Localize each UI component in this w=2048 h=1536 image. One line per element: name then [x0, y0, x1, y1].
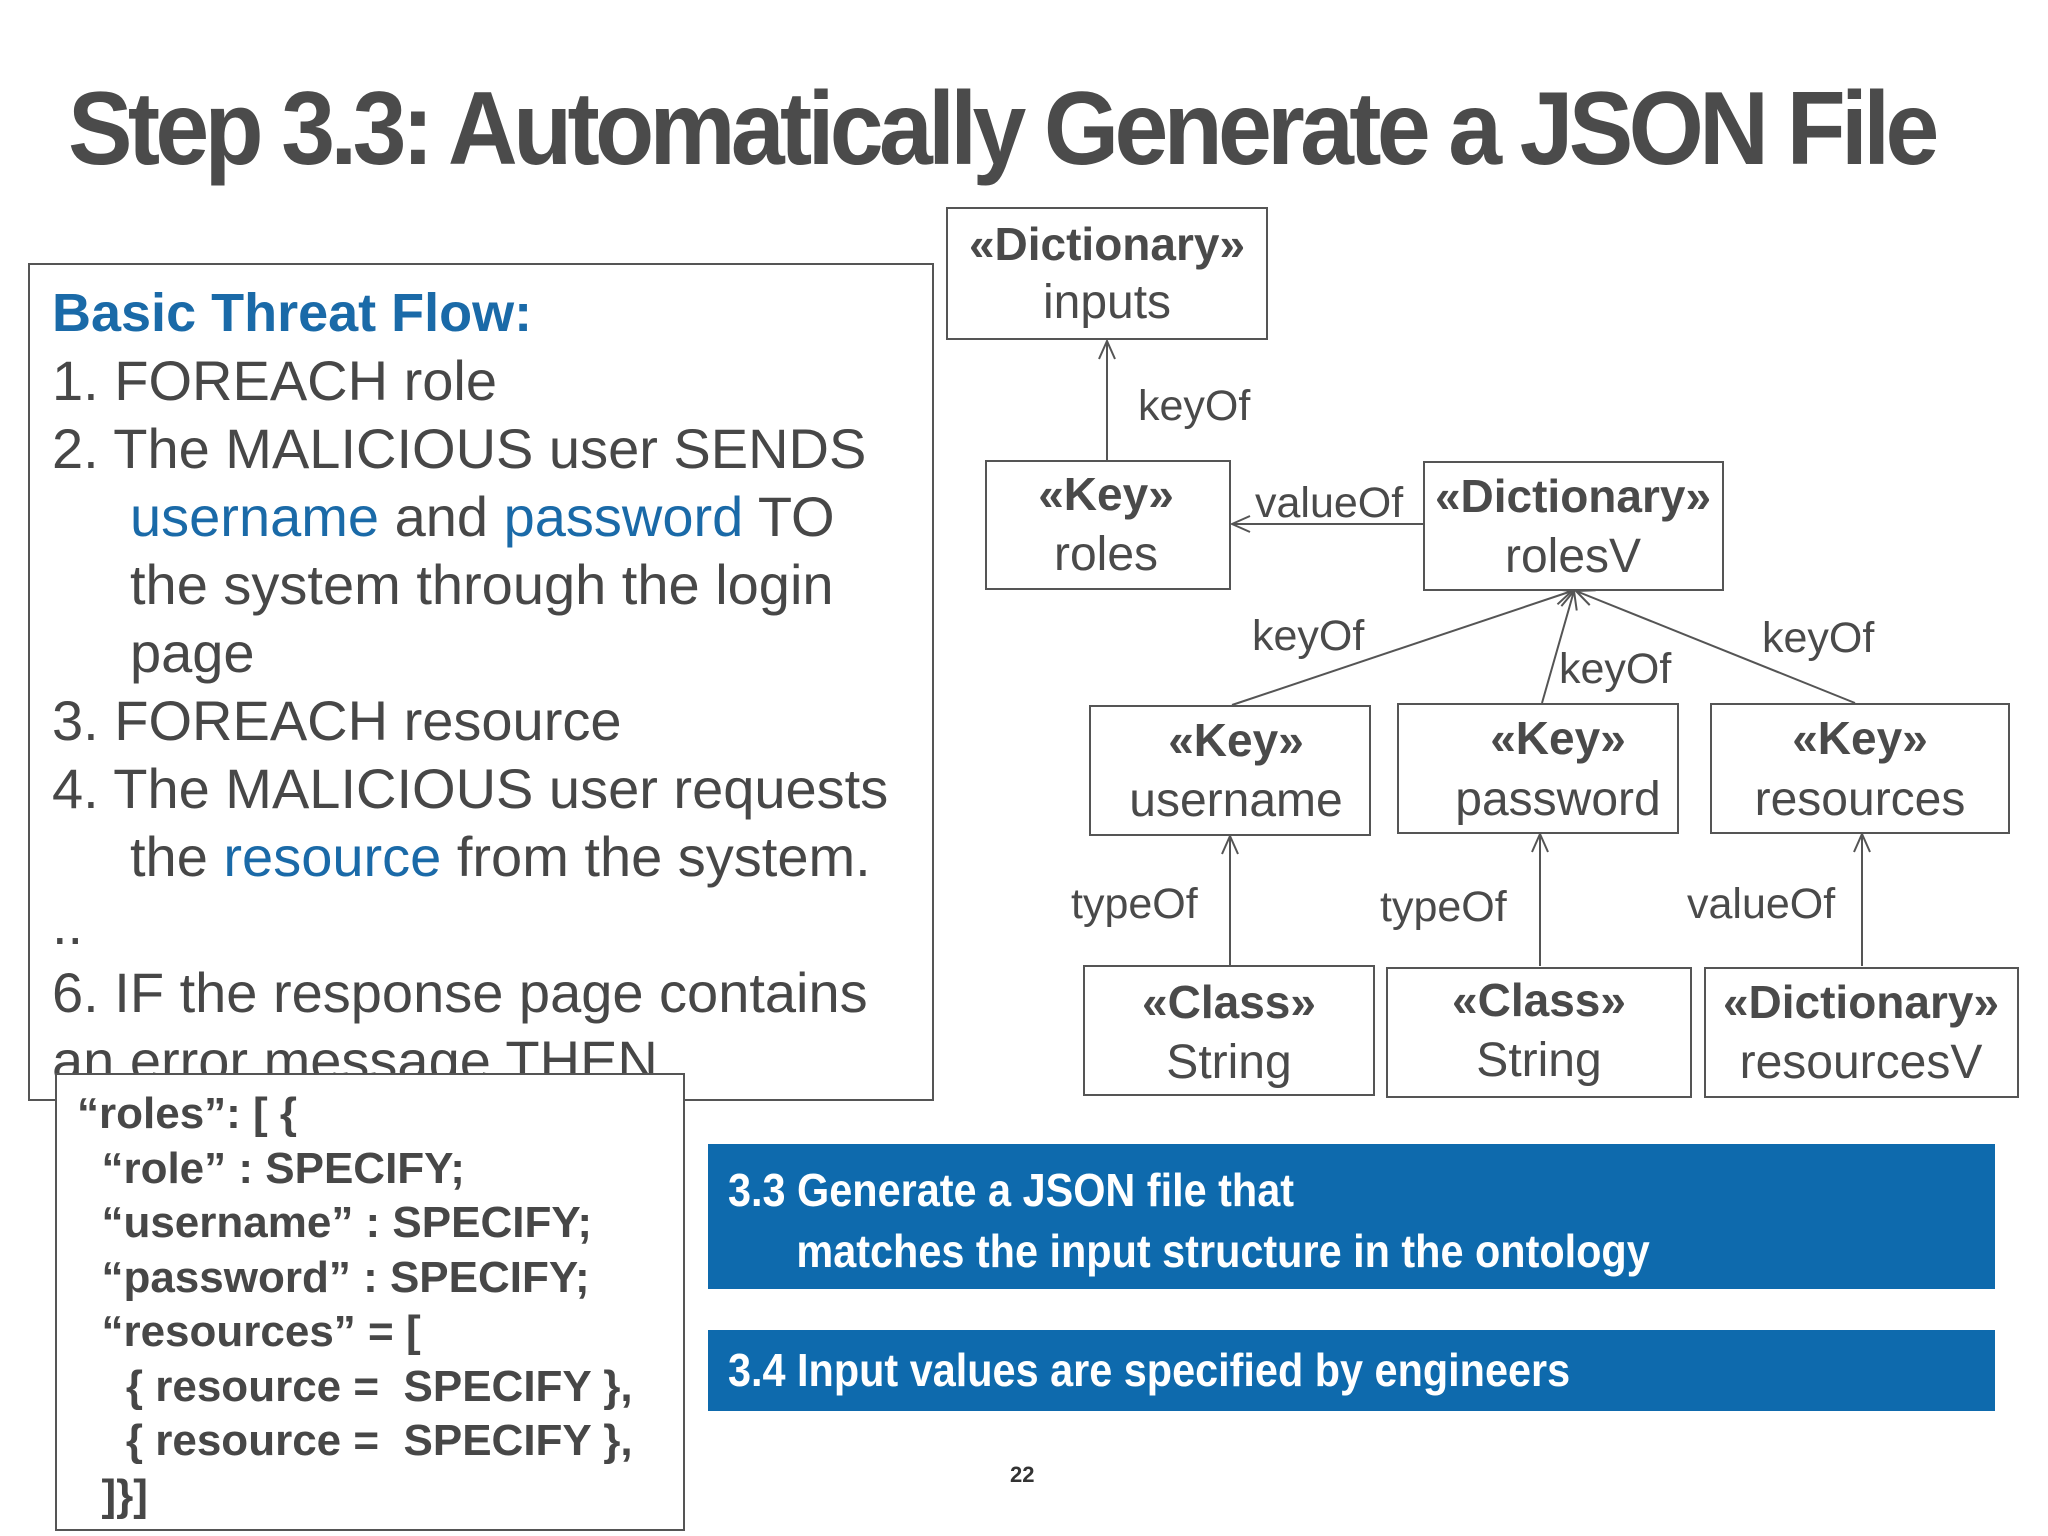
step-3-3-banner: 3.3 Generate a JSON file that matches th…: [708, 1144, 1995, 1289]
flow-step-continuation: the resource from the system.: [52, 823, 932, 891]
flow-variable: password: [503, 485, 744, 548]
edge-label-password-rolesV: keyOf: [1559, 645, 1672, 693]
flow-ellipsis: ..: [52, 893, 84, 956]
flow-variable: resource: [223, 825, 442, 888]
json-line: { resource = SPECIFY },: [77, 1416, 633, 1465]
flow-text: TO: [743, 485, 835, 548]
node-stereotype: «Key»: [1792, 712, 1928, 764]
node-string2: «Class» String: [1386, 967, 1692, 1098]
json-line: “role” : SPECIFY;: [77, 1143, 465, 1193]
threat-flow-box: Basic Threat Flow: 1. FOREACH role 2. Th…: [28, 263, 934, 1101]
json-line: “roles”: [ {: [77, 1089, 298, 1138]
node-stereotype: «Key»: [1038, 468, 1174, 520]
flow-step: 1. FOREACH role: [52, 349, 497, 412]
flow-step: 3. FOREACH resource: [52, 689, 622, 752]
flow-variable: username: [130, 485, 380, 548]
node-stereotype: «Key»: [1168, 714, 1304, 766]
node-name: username: [1129, 774, 1342, 827]
edge-label-rolesV-roles: valueOf: [1255, 479, 1404, 527]
flow-text: and: [379, 485, 504, 548]
edge-password-rolesV: [1541, 591, 1574, 704]
json-line: “password” : SPECIFY;: [77, 1252, 590, 1302]
flow-step-continuation: the system through the login: [130, 553, 834, 616]
flow-step-continuation: username and password TO: [52, 483, 932, 551]
json-line: “username” : SPECIFY;: [77, 1198, 593, 1247]
node-stereotype: «Key»: [1490, 712, 1626, 764]
edge-label-string1-username: typeOf: [1071, 880, 1199, 928]
node-stereotype: «Class»: [1142, 976, 1316, 1028]
node-name: rolesV: [1505, 530, 1641, 583]
banner-line: 3.3 Generate a JSON file that: [728, 1164, 1295, 1216]
json-snippet-box: “roles”: [ { “role” : SPECIFY; “username…: [55, 1073, 685, 1531]
node-stereotype: «Dictionary»: [969, 218, 1245, 270]
edge-label-string2-password: typeOf: [1380, 883, 1508, 931]
edge-label-username-rolesV: keyOf: [1252, 612, 1365, 660]
node-name: inputs: [1043, 276, 1171, 329]
banner-line: matches the input structure in the ontol…: [796, 1225, 1650, 1277]
step-3-4-banner: 3.4 Input values are specified by engine…: [708, 1330, 1995, 1411]
node-name: resources: [1755, 773, 1966, 826]
flow-text: the: [130, 825, 224, 888]
json-line: { resource = SPECIFY },: [77, 1361, 633, 1411]
edge-label-resources-rolesV: keyOf: [1762, 614, 1875, 662]
edge-resources-rolesV: [1576, 591, 1856, 704]
node-username: «Key» username: [1089, 705, 1371, 836]
node-name: String: [1166, 1036, 1291, 1089]
banner-line: 3.4 Input values are specified by engine…: [728, 1344, 1571, 1396]
page-number: 22: [1010, 1462, 1035, 1487]
node-inputs: «Dictionary» inputs: [946, 207, 1268, 340]
node-name: password: [1455, 773, 1660, 826]
threat-flow-heading: Basic Threat Flow:: [52, 283, 533, 343]
node-roles: «Key» roles: [985, 460, 1231, 590]
node-stereotype: «Class»: [1452, 974, 1626, 1026]
node-name: String: [1476, 1034, 1601, 1087]
json-line: “resources” = [: [77, 1307, 421, 1356]
edge-label-resourcesV-resources: valueOf: [1687, 880, 1836, 928]
page-title: Step 3.3: Automatically Generate a JSON …: [68, 71, 1939, 187]
node-string1: «Class» String: [1083, 965, 1375, 1096]
node-name: roles: [1054, 528, 1158, 581]
node-stereotype: «Dictionary»: [1435, 470, 1711, 522]
flow-step: 6. IF the response page contains: [52, 961, 868, 1024]
node-name: resourcesV: [1740, 1036, 1983, 1089]
node-stereotype: «Dictionary»: [1723, 976, 1999, 1028]
node-password: «Key» password: [1397, 703, 1679, 834]
edge-label-roles-inputs: keyOf: [1138, 382, 1251, 430]
node-rolesV: «Dictionary» rolesV: [1423, 461, 1724, 591]
node-resources: «Key» resources: [1710, 703, 2010, 834]
flow-step: 4. The MALICIOUS user requests: [52, 757, 889, 820]
json-line: ]}]: [77, 1470, 148, 1520]
flow-step-continuation: page: [130, 621, 255, 684]
flow-step: 2. The MALICIOUS user SENDS: [52, 417, 867, 480]
edge-username-rolesV: [1231, 591, 1572, 706]
node-resourcesV: «Dictionary» resourcesV: [1704, 967, 2019, 1098]
flow-text: from the system.: [441, 825, 871, 888]
